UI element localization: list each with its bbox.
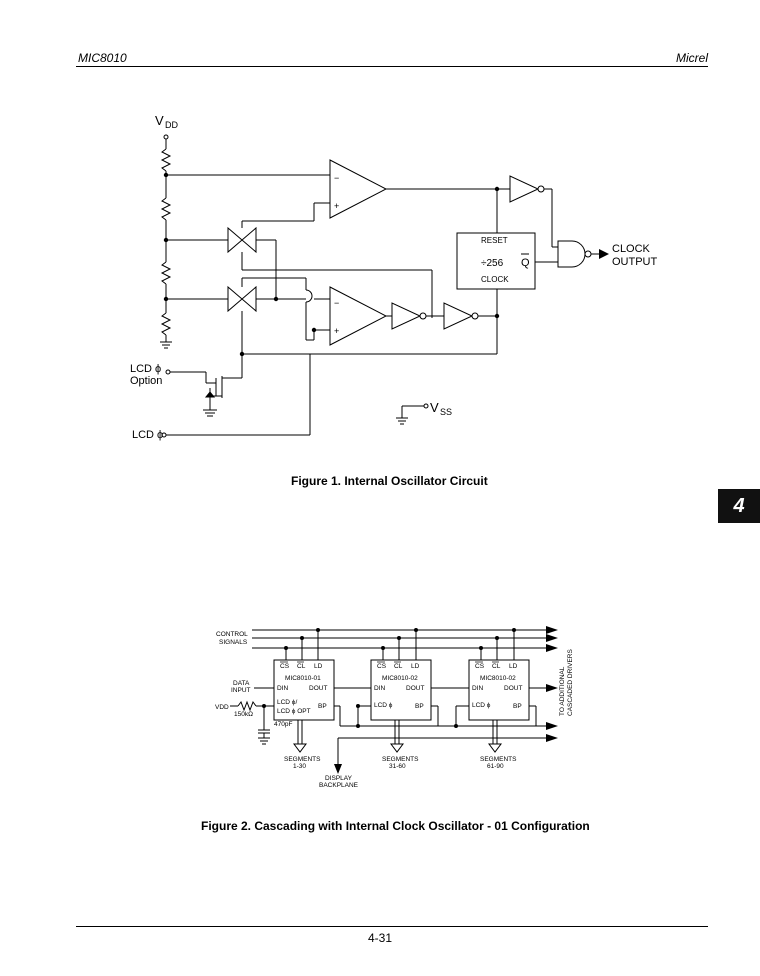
display-backplane-line2: BACKPLANE	[319, 782, 359, 789]
header-rule	[76, 66, 708, 67]
lcd-option-line1: LCD ϕ	[130, 363, 161, 375]
chip3-din: DIN	[472, 685, 484, 692]
figure1-caption: Figure 1. Internal Oscillator Circuit	[291, 474, 488, 488]
data-input-line1: DATA	[233, 680, 250, 687]
to-additional-line1: TO ADDITIONAL	[559, 666, 566, 716]
section-tab: 4	[718, 489, 760, 523]
chip2-name: MIC8010-02	[382, 675, 418, 682]
chip3-ld: LD	[509, 663, 518, 670]
to-additional-line2: CASCADED DRIVERS	[567, 649, 574, 716]
chip1-lcd-line2: LCD ϕ OPT	[277, 708, 311, 715]
vdd-subscript: DD	[165, 120, 178, 130]
control-signals-line2: SIGNALS	[219, 639, 248, 646]
footer-rule	[76, 926, 708, 927]
clock-output-line1: CLOCK	[612, 243, 651, 255]
comparator1-plus: +	[334, 201, 339, 211]
chip1-name: MIC8010-01	[285, 675, 321, 682]
header-part-number: MIC8010	[78, 51, 127, 65]
chip1-lcd-line1: LCD ϕ/	[277, 699, 297, 706]
counter-clock-label: CLOCK	[481, 275, 509, 284]
figure1-oscillator-schematic: V DD − + − + RESET ÷256 Q CLOCK CLOCK OU…	[130, 113, 658, 441]
vdd-label: V	[155, 113, 164, 128]
control-signals-line1: CONTROL	[216, 631, 248, 638]
figure2-caption: Figure 2. Cascading with Internal Clock …	[201, 819, 590, 833]
chip1-cl: CL	[297, 663, 306, 670]
chip3-range: 61-90	[487, 763, 504, 770]
page-number: 4-31	[367, 931, 393, 945]
chip1-dout: DOUT	[309, 685, 327, 692]
chip1-ld: LD	[314, 663, 323, 670]
chip1-din: DIN	[277, 685, 289, 692]
chip3-bp: BP	[513, 703, 522, 710]
chip2-ld: LD	[411, 663, 420, 670]
chip2-lcd: LCD ϕ	[374, 702, 393, 709]
counter-q-label: Q	[521, 257, 530, 269]
display-backplane-line1: DISPLAY	[325, 775, 353, 782]
chip1-segments: SEGMENTS	[284, 756, 321, 763]
chip2-dout: DOUT	[406, 685, 424, 692]
capacitor-label: 470pF	[274, 721, 292, 728]
chip2-segments: SEGMENTS	[382, 756, 419, 763]
comparator2-minus: −	[334, 298, 339, 308]
chip2-range: 31-60	[389, 763, 406, 770]
counter-divider-label: ÷256	[481, 258, 504, 269]
clock-output-line2: OUTPUT	[612, 256, 658, 268]
comparator1-minus: −	[334, 173, 339, 183]
data-input-line2: INPUT	[231, 687, 251, 694]
chip3-segments: SEGMENTS	[480, 756, 517, 763]
chip3-cs: CS	[475, 663, 485, 670]
chip3-lcd: LCD ϕ	[472, 702, 491, 709]
comparator2-plus: +	[334, 326, 339, 336]
lcd-phi-label: LCD ϕ	[132, 429, 163, 441]
chip1-range: 1-30	[293, 763, 306, 770]
chip1-bp: BP	[318, 703, 327, 710]
chip2-cs: CS	[377, 663, 387, 670]
lcd-option-line2: Option	[130, 375, 162, 387]
resistor-label: 150kΩ	[234, 711, 253, 718]
vdd-label: VDD	[215, 704, 229, 711]
chip3-name: MIC8010-02	[480, 675, 516, 682]
header-company: Micrel	[676, 51, 708, 65]
chip3-cl: CL	[492, 663, 501, 670]
chip1-cs: CS	[280, 663, 290, 670]
vss-label: V	[430, 400, 439, 415]
chip2-cl: CL	[394, 663, 403, 670]
chip2-din: DIN	[374, 685, 386, 692]
chip3-dout: DOUT	[504, 685, 522, 692]
vss-subscript: SS	[440, 407, 452, 417]
counter-reset-label: RESET	[481, 236, 508, 245]
chip2-bp: BP	[415, 703, 424, 710]
